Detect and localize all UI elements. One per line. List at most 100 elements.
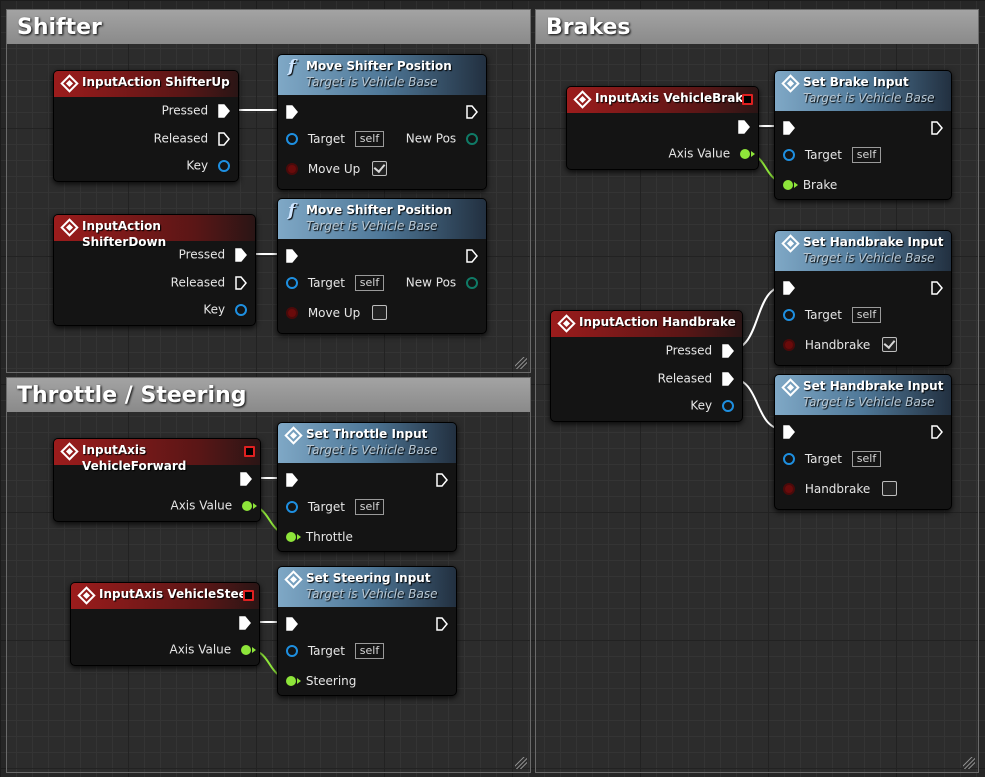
exec-in-pin[interactable] xyxy=(286,248,298,263)
move-up-checkbox[interactable] xyxy=(372,305,388,320)
pin-row-move-up[interactable]: Move Up xyxy=(286,303,388,321)
resize-grip[interactable] xyxy=(963,757,975,769)
resize-grip[interactable] xyxy=(515,757,527,769)
pin-row-key[interactable]: Key xyxy=(186,156,230,174)
pin-row-throttle[interactable]: Throttle xyxy=(286,527,353,545)
pin-row-released[interactable]: Released xyxy=(658,369,734,387)
pin-row-brake[interactable]: Brake xyxy=(783,175,837,193)
node-set-brake-input[interactable]: Set Brake Input Target is Vehicle Base T… xyxy=(774,70,952,200)
pin-row-target[interactable]: Target self xyxy=(286,497,385,515)
node-inputaction-shifterdown[interactable]: InputAction ShifterDown Pressed Released… xyxy=(53,214,256,326)
exec-out-row[interactable] xyxy=(240,469,252,487)
node-inputaxis-vehiclebrake[interactable]: InputAxis VehicleBrake Axis Value xyxy=(566,86,759,170)
exec-in-row[interactable] xyxy=(286,246,298,264)
bool-in-pin[interactable] xyxy=(286,306,298,319)
node-inputaxis-vehicleforward[interactable]: InputAxis VehicleForward Axis Value xyxy=(53,438,261,522)
node-inputaxis-vehiclesteer[interactable]: InputAxis VehicleSteer Axis Value xyxy=(70,582,260,666)
exec-out-row[interactable] xyxy=(931,118,943,136)
exec-in-row[interactable] xyxy=(286,102,298,120)
struct-out-pin[interactable] xyxy=(235,303,247,316)
exec-out-pin[interactable] xyxy=(436,616,448,631)
object-in-pin[interactable] xyxy=(783,308,795,321)
float-out-pin[interactable] xyxy=(241,644,256,655)
exec-out-pin[interactable] xyxy=(466,248,478,263)
node-inputaction-handbrake[interactable]: InputAction Handbrake Pressed Released K… xyxy=(550,310,743,422)
struct-out-pin[interactable] xyxy=(722,399,734,412)
comment-title-throttle-steering[interactable]: Throttle / Steering xyxy=(7,378,530,412)
resize-grip[interactable] xyxy=(515,357,527,369)
handbrake-checkbox[interactable] xyxy=(882,337,898,352)
pin-row-move-up[interactable]: Move Up xyxy=(286,159,388,177)
exec-in-pin[interactable] xyxy=(286,616,298,631)
exec-out-row[interactable] xyxy=(466,246,478,264)
delegate-pin-icon[interactable] xyxy=(244,446,255,457)
node-set-steering-input[interactable]: Set Steering Input Target is Vehicle Bas… xyxy=(277,566,457,696)
pin-row-pressed[interactable]: Pressed xyxy=(179,245,247,263)
pin-row-target[interactable]: Target self xyxy=(783,145,882,163)
exec-out-pin[interactable] xyxy=(239,615,251,630)
delegate-pin-icon[interactable] xyxy=(243,590,254,601)
exec-in-row[interactable] xyxy=(783,118,795,136)
exec-out-pin[interactable] xyxy=(738,119,750,134)
node-set-handbrake-input[interactable]: Set Handbrake Input Target is Vehicle Ba… xyxy=(774,374,952,510)
bool-in-pin[interactable] xyxy=(783,338,795,351)
exec-out-pin[interactable] xyxy=(466,104,478,119)
exec-out-row[interactable] xyxy=(436,614,448,632)
object-in-pin[interactable] xyxy=(286,132,298,145)
exec-out-pin[interactable] xyxy=(218,131,230,146)
pin-row-target[interactable]: Target self xyxy=(783,305,882,323)
exec-in-pin[interactable] xyxy=(286,104,298,119)
pin-row-new-pos[interactable]: New Pos xyxy=(406,129,478,147)
node-set-handbrake-input[interactable]: Set Handbrake Input Target is Vehicle Ba… xyxy=(774,230,952,366)
pin-row-axis-value[interactable]: Axis Value xyxy=(171,496,257,514)
bool-in-pin[interactable] xyxy=(783,482,795,495)
bool-in-pin[interactable] xyxy=(286,162,298,175)
pin-row-axis-value[interactable]: Axis Value xyxy=(669,144,755,162)
exec-out-pin[interactable] xyxy=(931,280,943,295)
float-in-pin[interactable] xyxy=(286,531,301,542)
exec-out-row[interactable] xyxy=(466,102,478,120)
float-out-pin[interactable] xyxy=(740,148,755,159)
exec-out-row[interactable] xyxy=(239,613,251,631)
object-in-pin[interactable] xyxy=(783,452,795,465)
exec-out-pin[interactable] xyxy=(235,275,247,290)
exec-out-row[interactable] xyxy=(931,422,943,440)
exec-in-pin[interactable] xyxy=(783,424,795,439)
exec-out-pin[interactable] xyxy=(240,471,252,486)
int-out-pin[interactable] xyxy=(466,132,478,145)
exec-in-pin[interactable] xyxy=(286,472,298,487)
pin-row-steering[interactable]: Steering xyxy=(286,671,356,689)
pin-row-target[interactable]: Target self xyxy=(286,273,385,291)
pin-row-target[interactable]: Target self xyxy=(286,641,385,659)
pin-row-pressed[interactable]: Pressed xyxy=(162,101,230,119)
exec-in-row[interactable] xyxy=(286,614,298,632)
pin-row-target[interactable]: Target self xyxy=(783,449,882,467)
exec-out-pin[interactable] xyxy=(218,103,230,118)
comment-title-shifter[interactable]: Shifter xyxy=(7,10,530,44)
pin-row-axis-value[interactable]: Axis Value xyxy=(170,640,256,658)
object-in-pin[interactable] xyxy=(783,148,795,161)
exec-in-pin[interactable] xyxy=(783,280,795,295)
exec-out-pin[interactable] xyxy=(235,247,247,262)
move-up-checkbox[interactable] xyxy=(372,161,388,176)
int-out-pin[interactable] xyxy=(466,276,478,289)
exec-out-pin[interactable] xyxy=(436,472,448,487)
float-in-pin[interactable] xyxy=(783,179,798,190)
pin-row-handbrake[interactable]: Handbrake xyxy=(783,335,898,353)
node-set-throttle-input[interactable]: Set Throttle Input Target is Vehicle Bas… xyxy=(277,422,457,552)
pin-row-released[interactable]: Released xyxy=(154,129,230,147)
pin-row-pressed[interactable]: Pressed xyxy=(666,341,734,359)
pin-row-key[interactable]: Key xyxy=(203,300,247,318)
exec-out-pin[interactable] xyxy=(931,424,943,439)
handbrake-checkbox[interactable] xyxy=(882,481,898,496)
exec-in-row[interactable] xyxy=(783,278,795,296)
exec-in-row[interactable] xyxy=(286,470,298,488)
object-in-pin[interactable] xyxy=(286,644,298,657)
exec-in-pin[interactable] xyxy=(783,120,795,135)
object-in-pin[interactable] xyxy=(286,500,298,513)
exec-out-row[interactable] xyxy=(738,117,750,135)
node-inputaction-shifterup[interactable]: InputAction ShifterUp Pressed Released K… xyxy=(53,70,239,182)
pin-row-target[interactable]: Target self xyxy=(286,129,385,147)
node-move-shifter-position[interactable]: f Move Shifter Position Target is Vehicl… xyxy=(277,54,487,190)
node-move-shifter-position[interactable]: f Move Shifter Position Target is Vehicl… xyxy=(277,198,487,334)
